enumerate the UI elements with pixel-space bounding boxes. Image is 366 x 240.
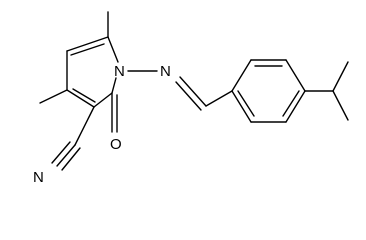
bond-ar4-ar5 (285, 90, 306, 123)
bond-ar4-ar5-inner (282, 90, 300, 117)
bond-n-imine-ch (179, 76, 207, 107)
benzene-ring (231, 59, 306, 123)
bond-c3-cn (74, 106, 95, 146)
bond-isopropyl-methyl-b (332, 90, 349, 121)
bond-cn-triple-a (56, 144, 76, 167)
imine-nitrogen-label: N (160, 63, 171, 80)
bond-ch-aryl (205, 90, 233, 107)
bond-c4-c3-double (72, 88, 96, 103)
bond-n-imine-ch-double (175, 81, 202, 111)
bond-c6-c5-double (70, 43, 105, 56)
bond-ar3-ar4 (285, 59, 306, 92)
pyridinone-ring (66, 36, 119, 108)
bond-ar6-ar1-inner (237, 90, 255, 117)
bond-c4-c3 (66, 89, 95, 108)
bond-c6-c5 (66, 36, 109, 52)
bond-n1-c6 (107, 36, 119, 63)
bond-ar1-ar2 (231, 59, 252, 92)
bond-methyl-c4 (39, 89, 68, 104)
ring-nitrogen-label: N (114, 63, 125, 80)
bond-ar6-ar1 (231, 90, 252, 123)
bond-c3-c2 (93, 92, 113, 108)
carbonyl-oxygen-label: O (110, 136, 122, 153)
bond-isopropyl-methyl-a (332, 61, 349, 92)
bond-c2-n1 (111, 77, 117, 94)
molecule-structure: N N O N (33, 11, 349, 184)
nitrile-nitrogen-label: N (33, 169, 44, 184)
bond-cn-triple-c (51, 141, 71, 164)
bond-cn-triple-b (61, 147, 81, 171)
